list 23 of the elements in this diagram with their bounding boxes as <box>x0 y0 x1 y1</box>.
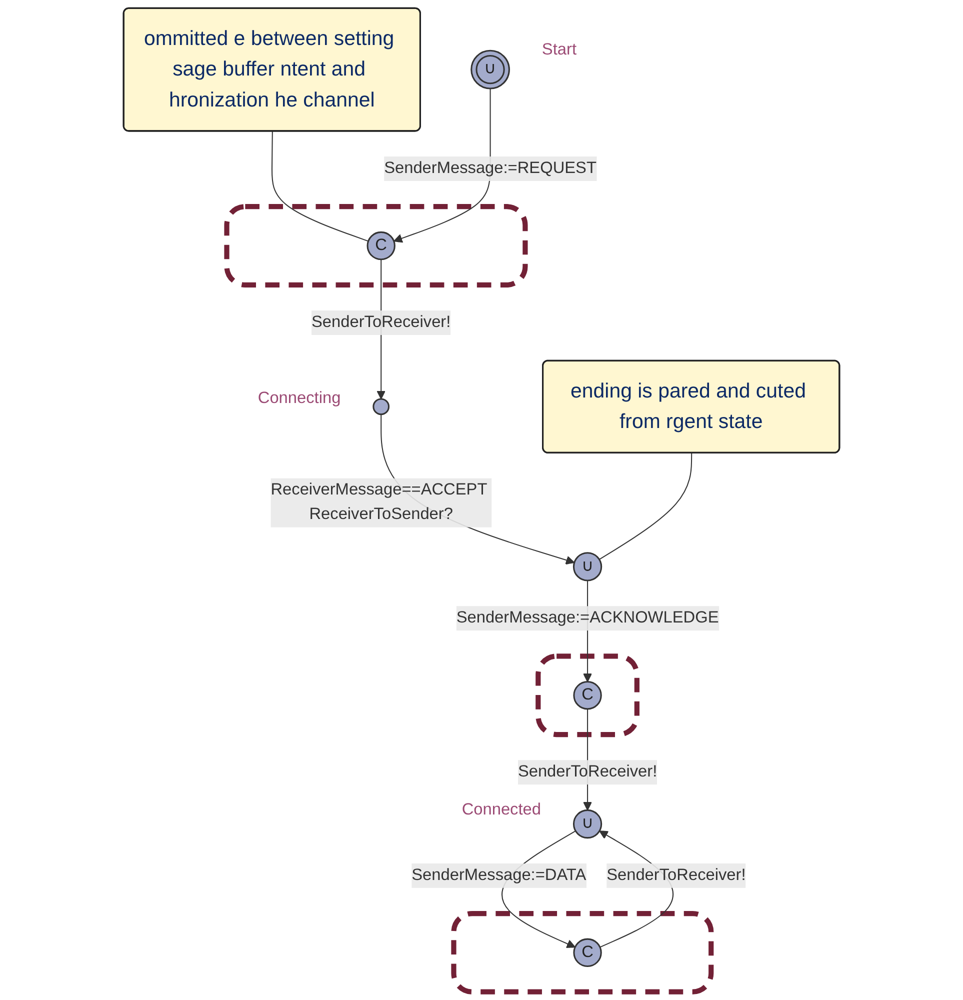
node-circle: C <box>573 681 602 710</box>
edge-label: ReceiverMessage==ACCEPT ReceiverToSender? <box>270 481 487 524</box>
connector <box>271 131 368 242</box>
node-label: Connecting <box>258 390 341 408</box>
node-label: Start <box>542 41 576 59</box>
node-circle: C <box>366 231 396 260</box>
node-circle: ∪ <box>470 50 510 90</box>
cluster <box>451 910 714 994</box>
edge-label: SenderToReceiver! <box>312 314 451 331</box>
node-circle: C <box>573 938 602 968</box>
arrow <box>393 88 491 243</box>
connector <box>599 453 692 560</box>
edge-label: SenderToReceiver! <box>518 763 658 781</box>
node-circle <box>372 398 390 416</box>
cluster <box>224 204 528 288</box>
edge-label: SenderMessage:=ACKNOWLEDGE <box>456 609 719 627</box>
edge-label: SenderMessage:=DATA <box>412 866 586 884</box>
node-circle: ∪ <box>572 552 602 582</box>
edge-label: SenderMessage:=REQUEST <box>384 160 596 177</box>
cluster <box>536 654 640 738</box>
node-label: Connected <box>462 800 541 818</box>
node-circle: ∪ <box>572 809 602 839</box>
edge-label: SenderToReceiver! <box>606 866 746 884</box>
